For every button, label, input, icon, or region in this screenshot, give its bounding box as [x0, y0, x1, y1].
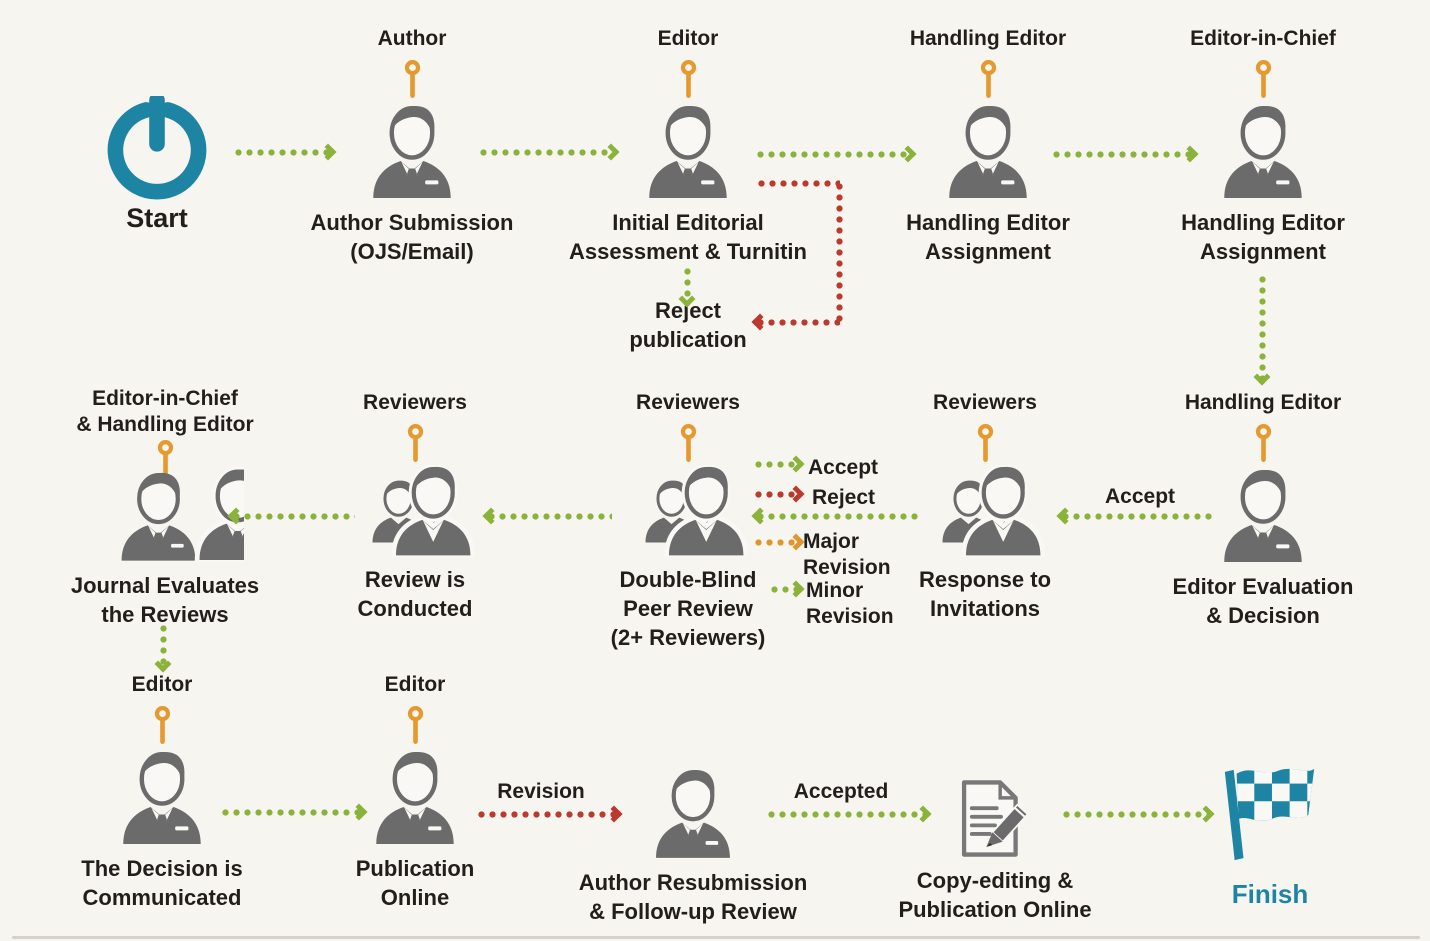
role-label: Handling Editor	[909, 27, 1067, 50]
people-group-icon	[923, 465, 1047, 557]
node-label: Editor Evaluation& Decision	[1172, 574, 1354, 628]
role-label: Reviewers	[933, 391, 1037, 414]
pin-icon	[977, 424, 994, 463]
role-label: Editor	[384, 673, 446, 696]
pin-icon	[680, 60, 697, 99]
arrow-outcome-minor-revision	[771, 580, 805, 598]
person-icon	[368, 101, 456, 200]
pin-icon	[1255, 60, 1272, 99]
role-label: Author	[377, 27, 447, 50]
role-label: Reviewers	[636, 391, 740, 414]
arrow-outcome-reject	[755, 485, 805, 503]
pin-icon	[404, 60, 421, 99]
node-label: Finish	[1231, 879, 1309, 909]
role-label: Editor	[657, 27, 719, 50]
role-label: Editor	[131, 673, 193, 696]
edge-accept-label: Accept	[1104, 485, 1176, 508]
role-label: Reviewers	[363, 391, 467, 414]
node-label: Start	[126, 203, 188, 233]
checkered-flag-icon	[1211, 762, 1329, 868]
person-icon	[371, 747, 459, 846]
pin-icon	[154, 706, 171, 745]
edge-accepted-label: Accepted	[793, 780, 889, 803]
outcome-accept-label: Accept	[808, 456, 879, 479]
node-label: Author Resubmission& Follow-up Review	[578, 870, 808, 924]
pin-icon	[407, 706, 424, 745]
pin-icon	[680, 424, 697, 463]
arrow-response-to-peer-review	[751, 507, 921, 525]
arrow-outcome-accept	[755, 455, 805, 473]
node-label: Copy-editing &Publication Online	[898, 868, 1092, 922]
person-icon	[651, 765, 735, 860]
person-icon	[118, 747, 206, 846]
person-icon	[644, 101, 732, 200]
document-pencil-icon	[952, 779, 1038, 858]
node-copyediting: Copy-editing &Publication Online	[860, 779, 1130, 924]
edge-revision-label: Revision	[497, 780, 585, 803]
arrow-evaluation-to-response	[1056, 507, 1214, 525]
role-label: Editor-in-Chief	[1190, 27, 1336, 50]
outcome-reject-label: Reject	[812, 486, 876, 509]
arrow-reject-elbow-bottom	[751, 313, 840, 331]
person-icon	[1219, 101, 1307, 200]
arrow-author-to-editor	[480, 143, 620, 161]
arrow-editor-to-handling	[757, 145, 917, 163]
arrow-peer-review-to-review	[482, 507, 612, 525]
arrow-review-to-journal	[227, 507, 355, 525]
arrow-journal-to-editor	[154, 625, 172, 673]
pin-icon	[980, 60, 997, 99]
people-group-icon	[626, 465, 750, 557]
arrow-start-to-author	[235, 143, 337, 161]
node-finish: Finish	[1185, 762, 1355, 909]
person-icon	[1219, 465, 1307, 564]
arrow-reject-elbow-top	[758, 180, 840, 187]
two-people-icon	[86, 463, 244, 563]
pin-icon	[1255, 424, 1272, 463]
node-author-submission: Author Author Submission(OJS/Email)	[277, 26, 547, 266]
node-journal-evaluates: Editor-in-Chief & Handling Editor Journa…	[30, 386, 300, 629]
arrow-revision-to-resubmission	[478, 805, 623, 823]
power-icon	[105, 96, 209, 200]
pin-icon	[407, 424, 424, 463]
node-start: Start	[87, 96, 227, 233]
role-label: Handling Editor	[1184, 391, 1342, 414]
arrow-decision-to-publication	[222, 803, 368, 821]
role-label: Editor-in-Chief	[92, 387, 238, 410]
scan-artifact-line	[12, 936, 1420, 939]
arrow-assessment-to-reject	[678, 268, 696, 308]
arrow-outcome-major-revision	[755, 533, 805, 551]
role-label: & Handling Editor	[76, 413, 254, 436]
arrow-assignment-to-handling-editor	[1253, 276, 1271, 386]
people-group-icon	[353, 465, 477, 557]
arrow-reject-elbow-side	[836, 183, 843, 322]
arrow-copyediting-to-finish	[1063, 805, 1215, 823]
person-icon	[944, 101, 1032, 200]
node-author-resubmission: Author Resubmission& Follow-up Review	[553, 765, 833, 926]
node-editor-evaluation: Handling Editor Editor Evaluation& Decis…	[1128, 390, 1398, 630]
node-label: Author Submission(OJS/Email)	[310, 210, 514, 264]
arrow-accepted-to-copyediting	[768, 805, 932, 823]
arrow-handling-to-eic	[1053, 145, 1199, 163]
